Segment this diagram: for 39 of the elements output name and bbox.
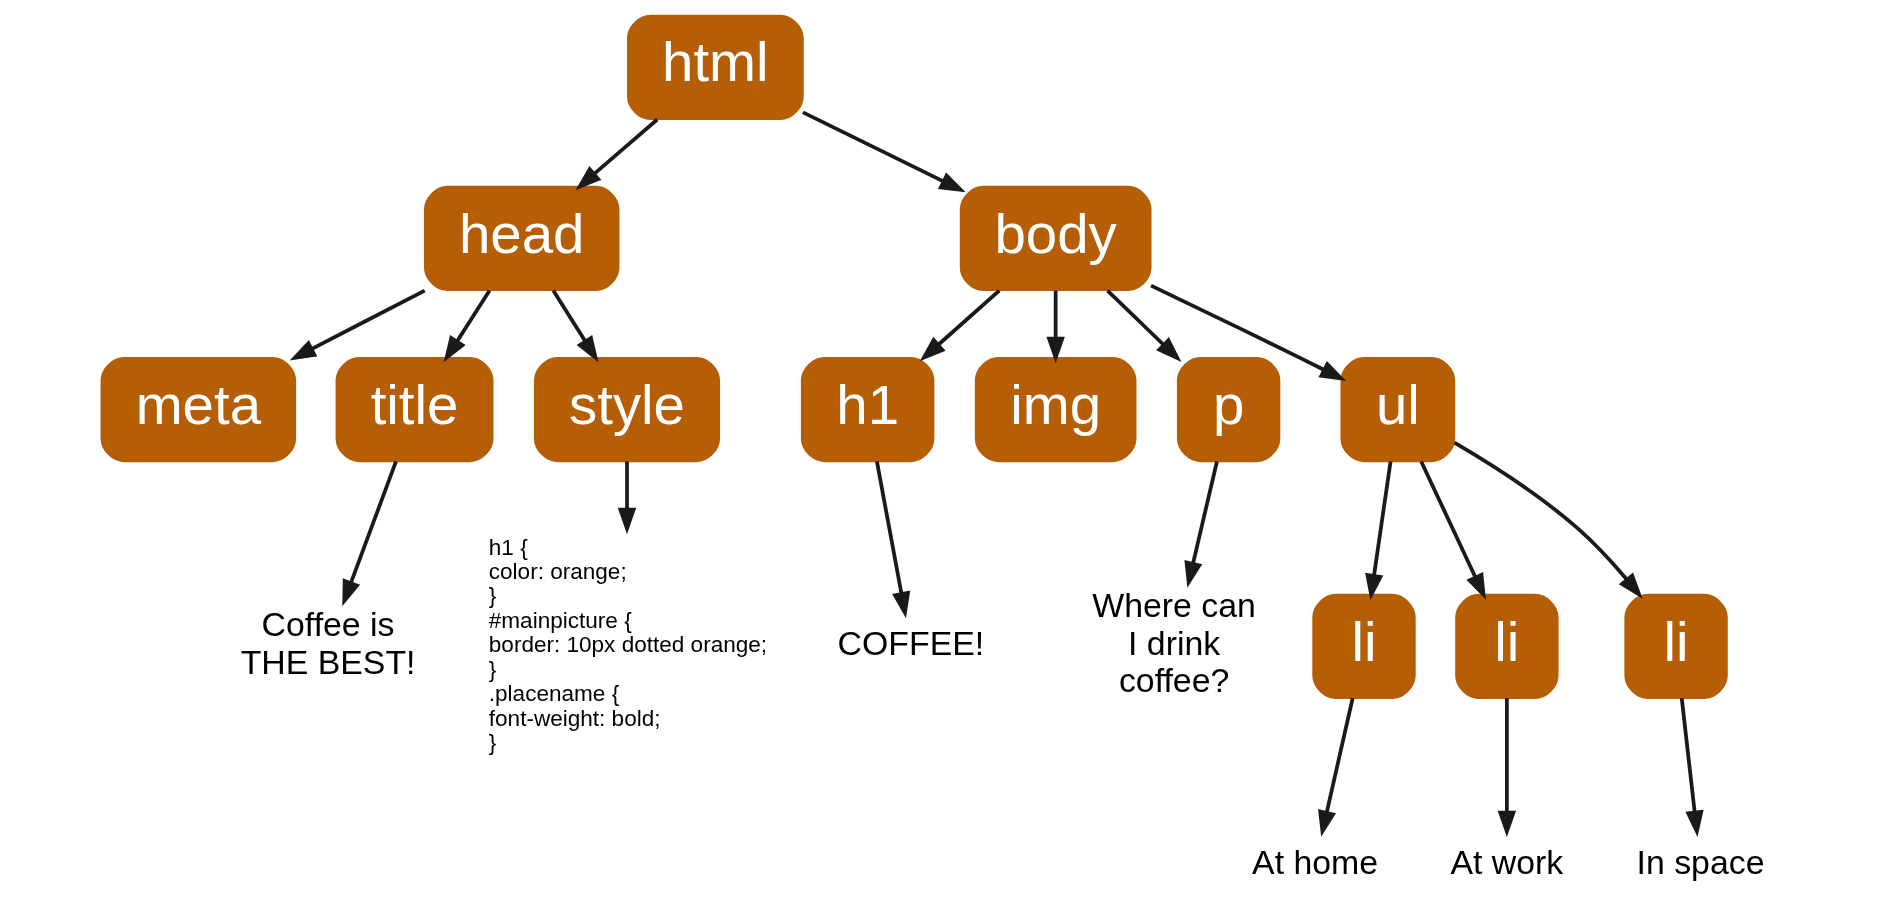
arrow (1365, 461, 1393, 601)
node-text: At work (1450, 842, 1564, 881)
arrow (551, 289, 599, 363)
arrow (1150, 283, 1347, 382)
arrow (617, 461, 637, 535)
arrow (1106, 289, 1182, 363)
arrow (575, 118, 659, 191)
node-box: li (1312, 593, 1416, 700)
arrow (1497, 698, 1517, 837)
arrow (1184, 461, 1219, 588)
node-box: ul (1340, 356, 1456, 463)
arrow (1453, 440, 1643, 599)
arrow (342, 460, 398, 607)
node-box: title (335, 356, 494, 463)
node-text: COFFEE! (837, 623, 985, 662)
node-box: body (959, 185, 1152, 292)
arrow (875, 461, 911, 619)
arrow (919, 289, 1001, 362)
arrow (1318, 697, 1355, 837)
node-text: Where can I drink coffee? (1092, 586, 1256, 700)
node-box: img (974, 356, 1137, 463)
node-box: li (1624, 593, 1728, 700)
arrow (802, 110, 966, 193)
arrow (1046, 290, 1065, 364)
arrow (443, 289, 492, 363)
arrow (1679, 698, 1704, 837)
node-box: li (1455, 593, 1559, 700)
node-text: h1 { color: orange; } #mainpicture { border: 10px dotted orange; } .placename { font-weight: bold; } (488, 534, 768, 756)
node-box: h1 (800, 356, 935, 463)
node-box: meta (100, 356, 297, 463)
node-text: Coffee is THE BEST! (240, 604, 416, 681)
arrow (289, 288, 426, 361)
node-text: At home (1252, 842, 1379, 881)
node-box: head (423, 185, 620, 292)
node-text: In space (1636, 842, 1765, 881)
node-box: style (533, 356, 721, 463)
arrow (1419, 460, 1486, 600)
node-box: html (627, 14, 804, 121)
node-box: p (1176, 356, 1281, 463)
